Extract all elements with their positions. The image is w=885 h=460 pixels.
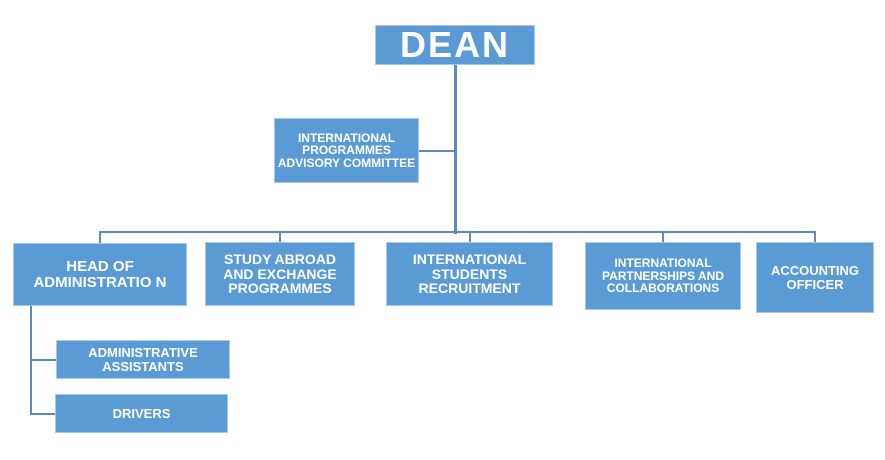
connector [30,359,56,361]
dean-box: DEAN [375,25,535,65]
connector [419,150,455,152]
administrative-assistants-box: ADMINISTRATIVE ASSISTANTS [56,340,230,379]
advisory-committee-box: INTERNATIONAL PROGRAMMES ADVISORY COMMIT… [274,118,419,183]
connector [814,231,816,243]
connector [662,231,664,243]
connector [454,65,457,234]
connector [99,231,101,243]
connector [469,231,471,243]
head-of-administration-box: HEAD OF ADMINISTRATIO N [13,243,187,306]
accounting-officer-box: ACCOUNTING OFFICER [756,242,874,313]
international-partnerships-box: INTERNATIONAL PARTNERSHIPS AND COLLABORA… [585,242,741,310]
study-abroad-box: STUDY ABROAD AND EXCHANGE PROGRAMMES [205,242,355,306]
connector [279,231,281,243]
drivers-box: DRIVERS [55,394,228,433]
connector [30,413,55,415]
connector [99,231,816,233]
international-students-recruitment-box: INTERNATIONAL STUDENTS RECRUITMENT [386,242,553,306]
